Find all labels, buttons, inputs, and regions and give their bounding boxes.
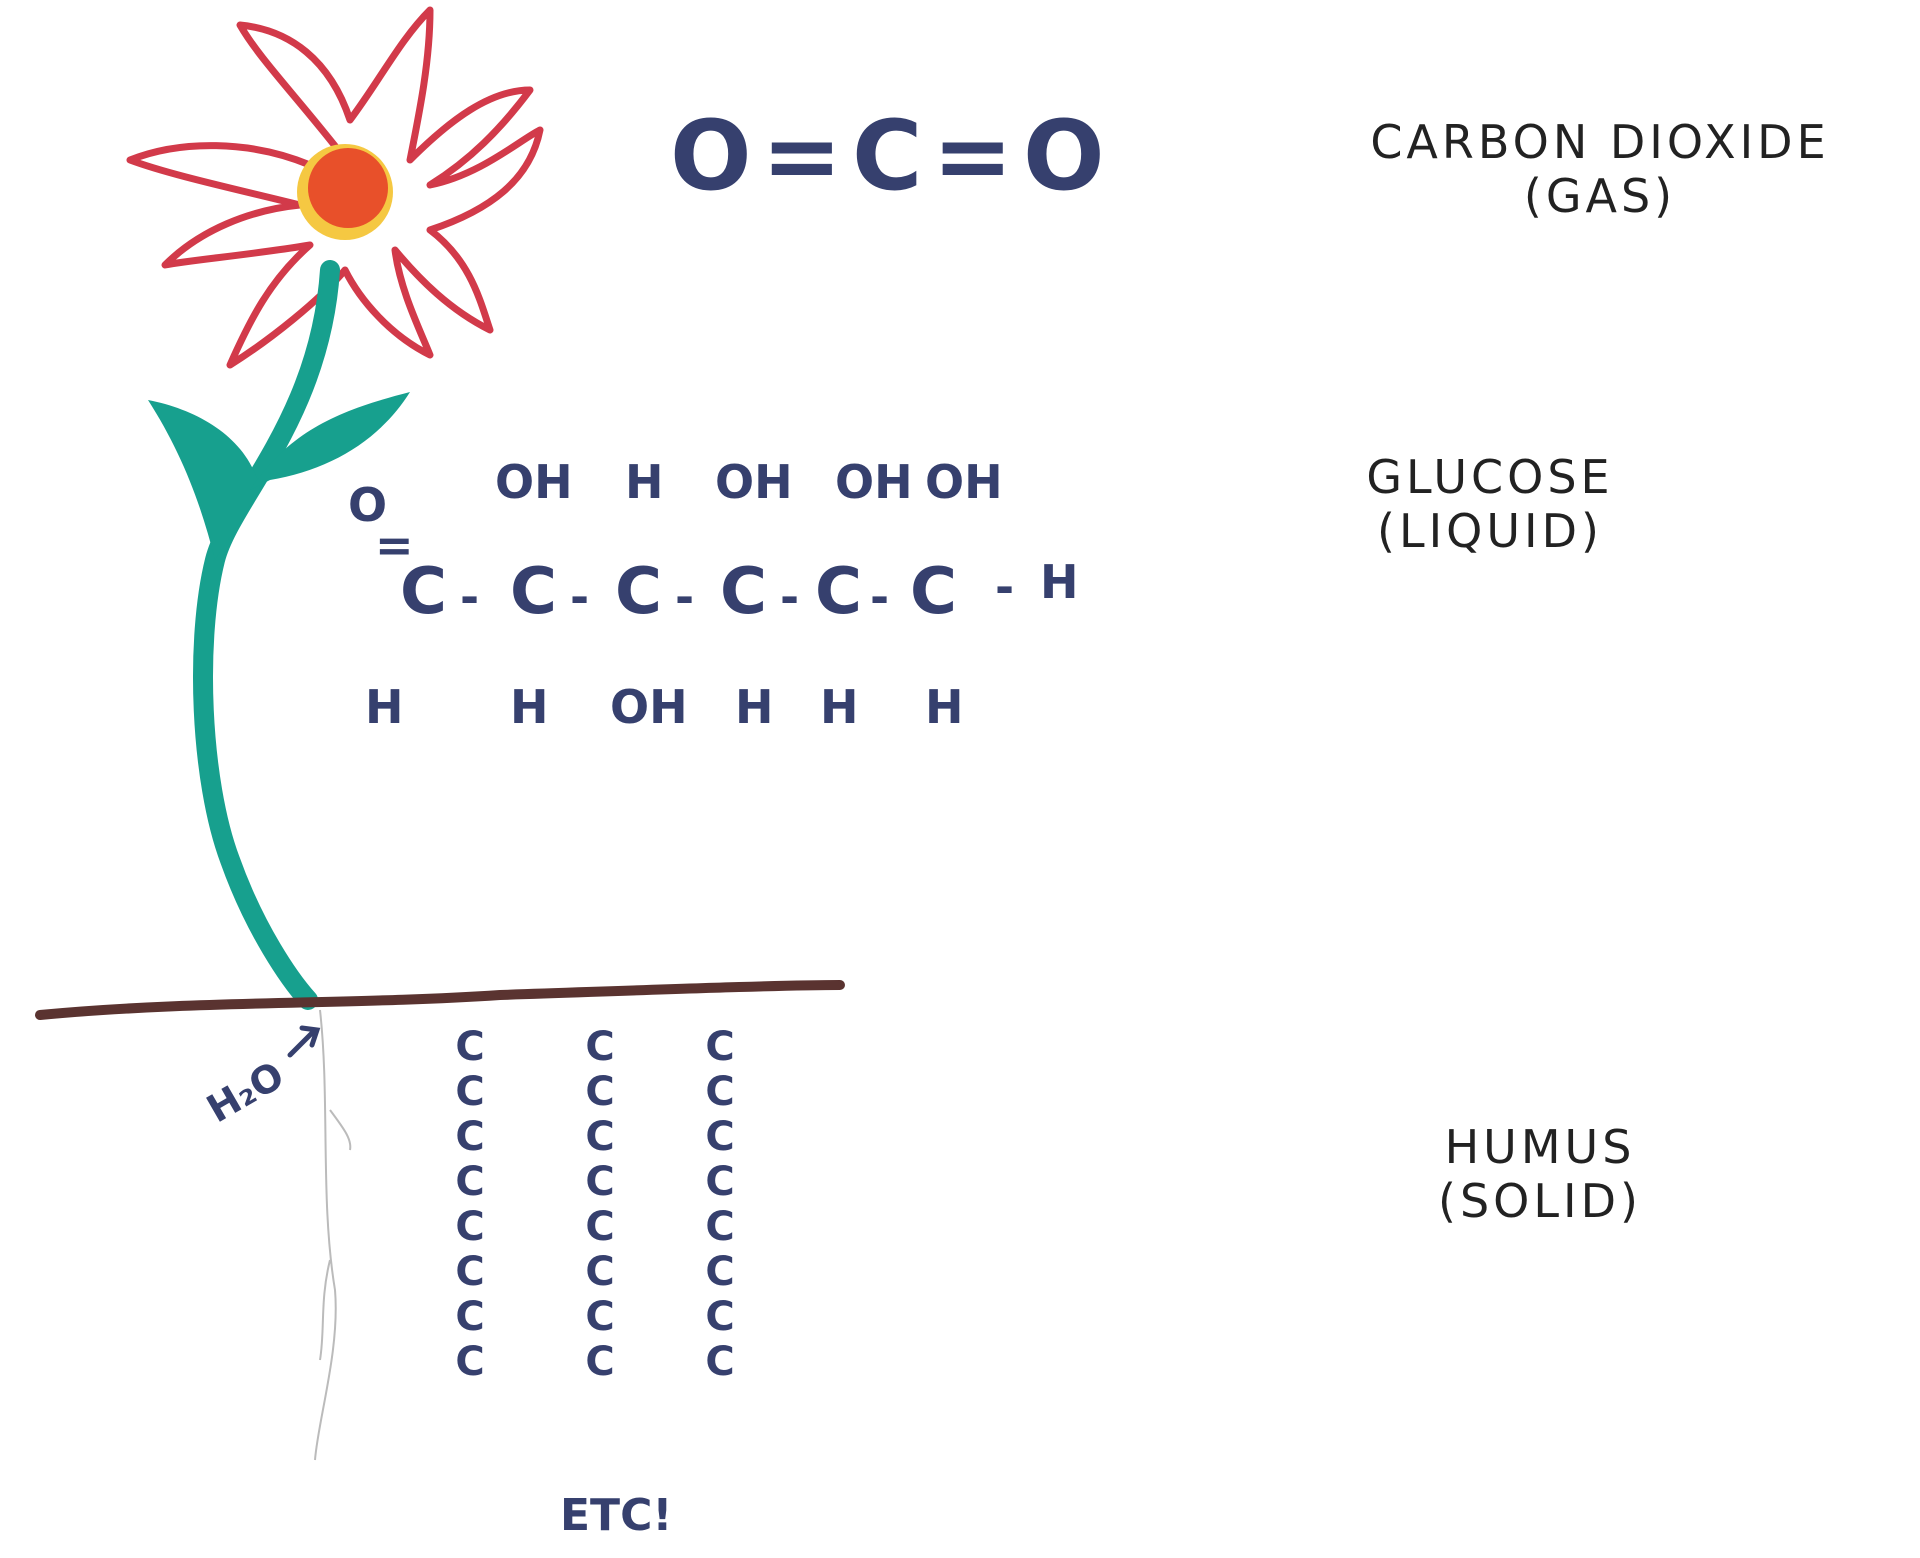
- chain-atom: C: [585, 1249, 615, 1295]
- label-glucose-name: GLUCOSE: [1366, 450, 1614, 504]
- water-arrow: [287, 1025, 321, 1058]
- glucose-top-group-4: OH: [835, 455, 913, 509]
- glucose-carbon-3: C: [615, 555, 662, 629]
- chain-atom: C: [455, 1024, 485, 1070]
- glucose-bond-4: -: [780, 570, 800, 624]
- chain-atom: C: [705, 1159, 735, 1205]
- glucose-terminal-h: H: [1040, 555, 1079, 609]
- label-co2-name: CARBON DIOXIDE: [1370, 115, 1830, 169]
- chain-atom: C: [585, 1339, 615, 1385]
- chain-atom: C: [705, 1294, 735, 1340]
- soil-line: [35, 980, 845, 1020]
- glucose-carbon-1: C: [400, 555, 447, 629]
- label-humus-state: (SOLID): [1438, 1174, 1642, 1228]
- chain-atom: C: [705, 1024, 735, 1070]
- label-humus: HUMUS (SOLID): [1390, 1120, 1690, 1228]
- humus-chain-1: C C C C C C C C: [440, 1025, 500, 1385]
- flower-stem: [193, 260, 340, 1010]
- chain-atom: C: [585, 1294, 615, 1340]
- label-humus-name: HUMUS: [1444, 1120, 1636, 1174]
- glucose-bond-3: -: [675, 570, 695, 624]
- glucose-carbon-4: C: [720, 555, 767, 629]
- humus-chain-3: C C C C C C C C: [690, 1025, 750, 1385]
- co2-formula: O=C=O: [670, 100, 1115, 212]
- glucose-top-group-5: OH: [925, 455, 1003, 509]
- chain-atom: C: [455, 1204, 485, 1250]
- chain-atom: C: [455, 1249, 485, 1295]
- chain-atom: C: [455, 1294, 485, 1340]
- chain-atom: C: [455, 1069, 485, 1115]
- flower-petals: [126, 6, 544, 369]
- leaf-left: [148, 400, 260, 560]
- glucose-bond-2: -: [570, 570, 590, 624]
- glucose-carbonyl-o: O: [348, 478, 388, 532]
- glucose-bottom-group-2: H: [510, 680, 549, 734]
- glucose-bottom-group-1: H: [365, 680, 404, 734]
- chain-atom: C: [585, 1204, 615, 1250]
- chain-atom: C: [455, 1159, 485, 1205]
- glucose-top-group-3: OH: [715, 455, 793, 509]
- glucose-carbonyl-bond: =: [375, 518, 414, 572]
- chain-atom: C: [705, 1069, 735, 1115]
- glucose-carbon-2: C: [510, 555, 557, 629]
- leaf-right: [250, 392, 410, 490]
- chain-atom: C: [705, 1114, 735, 1160]
- glucose-bottom-group-6: H: [925, 680, 964, 734]
- chain-atom: C: [585, 1069, 615, 1115]
- roots: [314, 1009, 352, 1461]
- flower-center: [308, 148, 388, 228]
- glucose-carbon-6: C: [910, 555, 957, 629]
- label-co2-state: (GAS): [1523, 169, 1677, 223]
- glucose-bond-5: -: [870, 570, 890, 624]
- label-carbon-dioxide: CARBON DIOXIDE (GAS): [1340, 115, 1860, 223]
- label-glucose: GLUCOSE (LIQUID): [1340, 450, 1640, 558]
- glucose-bottom-group-4: H: [735, 680, 774, 734]
- glucose-bottom-group-5: H: [820, 680, 859, 734]
- glucose-top-group-1: OH: [495, 455, 573, 509]
- chain-atom: C: [585, 1114, 615, 1160]
- glucose-bottom-group-3: OH: [610, 680, 688, 734]
- glucose-bond-1: -: [460, 570, 480, 624]
- label-glucose-state: (LIQUID): [1377, 504, 1603, 558]
- chain-atom: C: [705, 1249, 735, 1295]
- chain-atom: C: [705, 1204, 735, 1250]
- chain-atom: C: [455, 1339, 485, 1385]
- chain-atom: C: [705, 1339, 735, 1385]
- glucose-carbon-5: C: [815, 555, 862, 629]
- chain-atom: C: [585, 1159, 615, 1205]
- chain-atom: C: [455, 1114, 485, 1160]
- chain-atom: C: [585, 1024, 615, 1070]
- glucose-bond-6: -: [995, 560, 1015, 614]
- glucose-top-group-2: H: [625, 455, 664, 509]
- humus-chain-2: C C C C C C C C: [570, 1025, 630, 1385]
- etc-label: ETC!: [560, 1490, 673, 1541]
